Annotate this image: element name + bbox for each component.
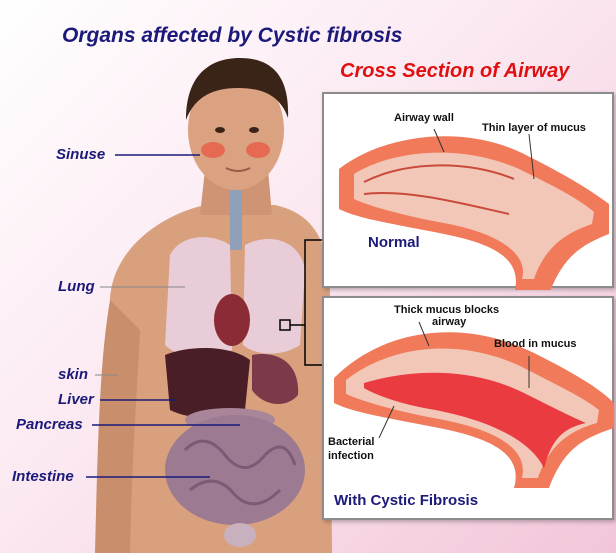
label-bacterial-1: Bacterial [328,436,374,448]
label-bacterial-2: infection [328,450,374,462]
section-subtitle: Cross Section of Airway [340,60,569,83]
label-airway-wall: Airway wall [394,112,454,124]
lung-right [243,239,305,354]
cf-airway-panel: Thick mucus blocks airway Blood in mucus… [322,296,614,520]
label-skin: skin [58,366,88,383]
sinus-right [246,142,270,158]
label-liver: Liver [58,391,94,408]
label-thin-mucus: Thin layer of mucus [482,122,586,134]
heart [214,294,250,346]
label-pancreas: Pancreas [16,416,83,433]
cf-caption: With Cystic Fibrosis [334,492,478,509]
label-sinuse: Sinuse [56,146,105,163]
normal-airway-panel: Airway wall Thin layer of mucus Normal [322,92,614,288]
intestine [165,415,305,525]
label-thick-mucus-2: airway [432,316,466,328]
label-intestine: Intestine [12,468,74,485]
cf-airway-illustration [324,298,616,522]
label-thick-mucus-1: Thick mucus blocks [394,304,499,316]
liver [165,348,250,417]
page-title: Organs affected by Cystic fibrosis [62,24,402,48]
label-blood-in-mucus: Blood in mucus [494,338,577,350]
label-lung: Lung [58,278,95,295]
normal-caption: Normal [368,234,420,251]
trachea [230,190,242,250]
sinus-left [201,142,225,158]
